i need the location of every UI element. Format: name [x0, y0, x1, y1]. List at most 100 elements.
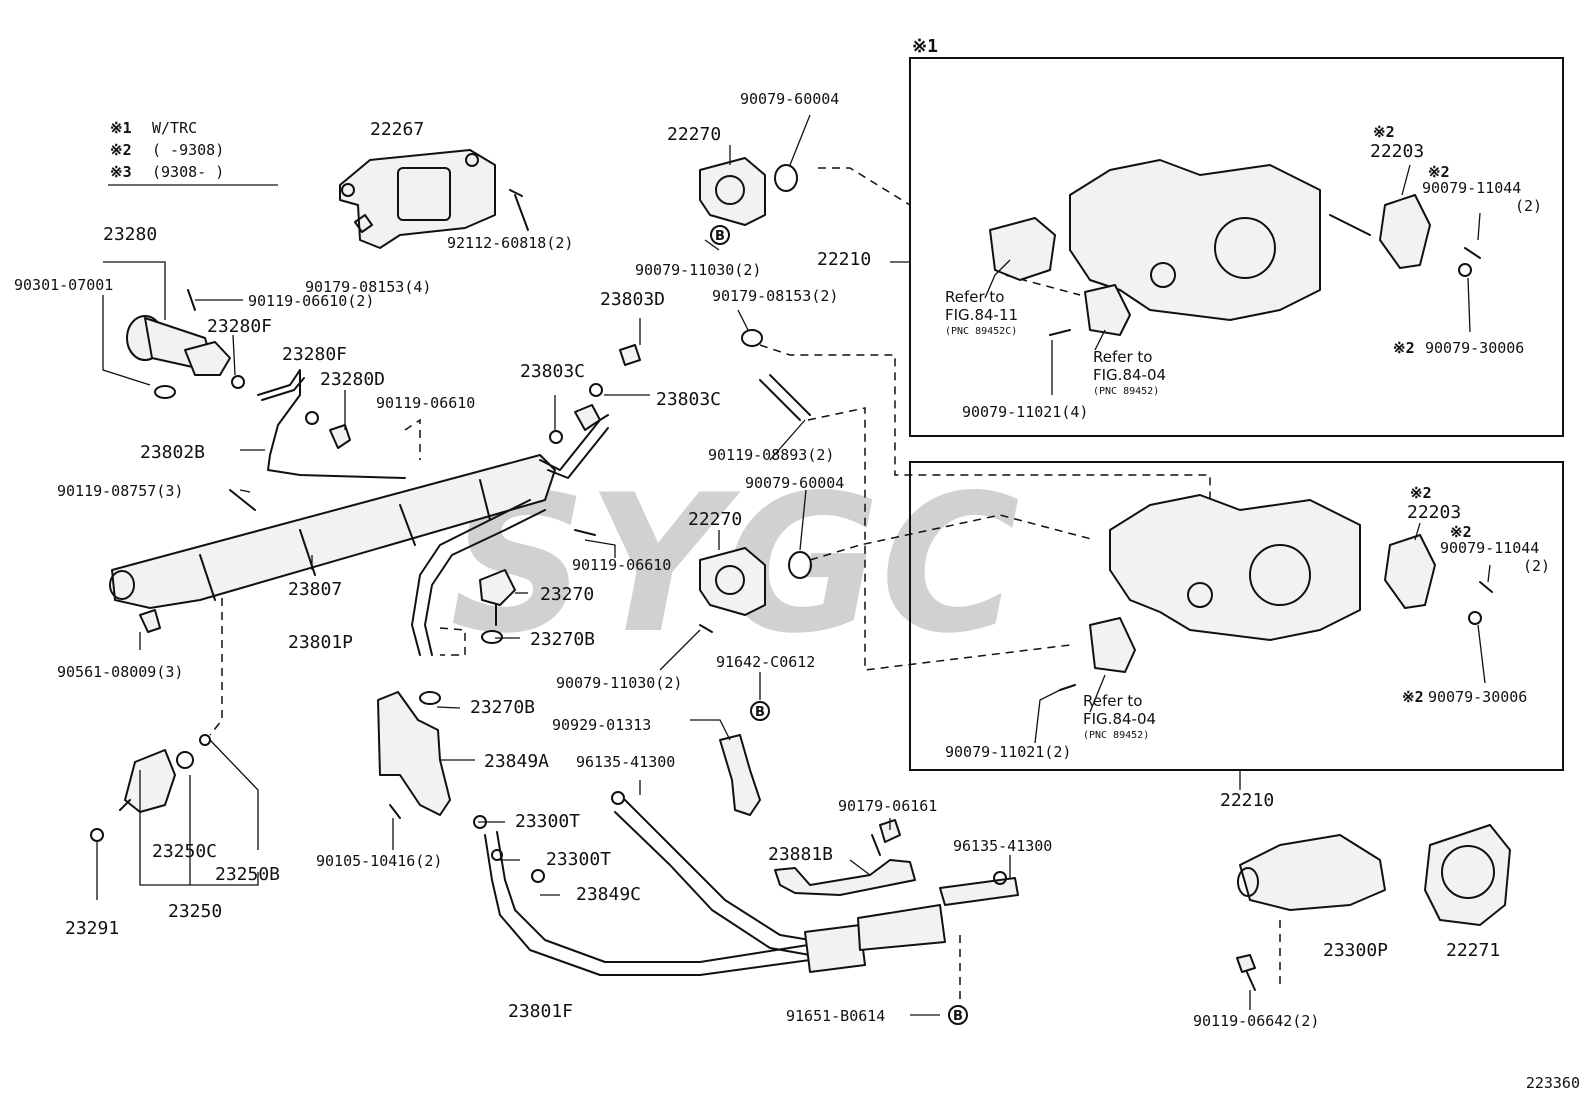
- ref3-line2: FIG.84-04: [1083, 710, 1156, 728]
- label-23849C: 23849C: [576, 884, 641, 905]
- circle-b-marker-2: B: [750, 701, 770, 721]
- label-90119-06642: 90119-06642(2): [1193, 1012, 1319, 1030]
- label-92112-60818: 92112-60818(2): [447, 234, 573, 252]
- legend-text-1: W/TRC: [152, 119, 197, 137]
- throttle-body-frame-lower: [909, 461, 1564, 771]
- label-90079-60004-b: 90079-60004: [745, 474, 844, 492]
- label-leaders: [96, 114, 1491, 1016]
- label-22203-b: 22203: [1407, 502, 1461, 523]
- label-23801F: 23801F: [508, 1001, 573, 1022]
- label-96135-41300-a: 96135-41300: [576, 753, 675, 771]
- injector-23250: [90, 734, 211, 842]
- label-90079-30006-b: 90079-30006: [1428, 688, 1527, 706]
- label-22210-a: 22210: [817, 249, 871, 270]
- ref2-line3: (PNC 89452): [1093, 386, 1159, 397]
- throttle-body-frame-upper: ※1: [909, 36, 1564, 437]
- label-90561-08009: 90561-08009(3): [57, 663, 183, 681]
- circle-b-marker-1: B: [710, 225, 730, 245]
- label-90119-06610-b: 90119-06610: [572, 556, 671, 574]
- label-23849A: 23849A: [484, 751, 549, 772]
- label-90119-08893: 90119-08893(2): [708, 446, 834, 464]
- svg-text:B: B: [715, 229, 725, 244]
- label-90179-08153-4: 90179-08153(4): [305, 278, 431, 296]
- fuel-pipe-23802B: [257, 369, 406, 479]
- label-23803C-a: 23803C: [520, 361, 585, 382]
- throttle-body-lower: [1059, 494, 1493, 691]
- label-23250B: 23250B: [215, 864, 280, 885]
- label-90079-11021-4: 90079-11021(4): [962, 403, 1088, 421]
- delivery-pipe-23807: [109, 454, 556, 633]
- label-22271: 22271: [1446, 940, 1500, 961]
- label-90079-11030-a: 90079-11030(2): [635, 261, 761, 279]
- label-23280F-a: 23280F: [207, 316, 272, 337]
- label-90079-11044-b-qty: (2): [1523, 557, 1550, 575]
- ref1-line1: Refer to: [945, 288, 1004, 306]
- label-90079-30006-a: 90079-30006: [1425, 339, 1524, 357]
- fuel-hose-23801P: [411, 344, 641, 656]
- label-23807: 23807: [288, 579, 342, 600]
- label-23300T-b: 23300T: [546, 849, 611, 870]
- ref2-line2: FIG.84-04: [1093, 366, 1166, 384]
- fuel-hose-23801F: [473, 791, 1019, 976]
- label-23291: 23291: [65, 918, 119, 939]
- legend-text-3: (9308- ): [152, 163, 224, 181]
- label-22203-b-mark: ※2: [1410, 484, 1432, 502]
- label-90929-01313: 90929-01313: [552, 716, 651, 734]
- label-90079-11044-b-mark: ※2: [1450, 523, 1472, 541]
- circle-b-marker-3: B: [948, 1005, 968, 1025]
- sensor-22270-upper: [699, 157, 798, 226]
- label-22270-b: 22270: [688, 509, 742, 530]
- sensor-22270-lower: [699, 547, 812, 616]
- label-91651-B0614: 91651-B0614: [786, 1007, 885, 1025]
- part-labels: 22267 92112-60818(2) 90179-08153(4) 2328…: [14, 90, 1550, 1030]
- ref3-line1: Refer to: [1083, 692, 1142, 710]
- label-90079-30006-b-mark: ※2: [1402, 688, 1424, 706]
- legend: ※1 W/TRC ※2 ( -9308) ※3 (9308- ): [108, 119, 278, 186]
- label-23803C-b: 23803C: [656, 389, 721, 410]
- bracket-23849A: [377, 691, 451, 819]
- bracket-22267: [339, 149, 529, 249]
- bracket-90929: [719, 734, 761, 816]
- label-90079-11021-2: 90079-11021(2): [945, 743, 1071, 761]
- label-23803D: 23803D: [600, 289, 665, 310]
- label-90119-08757: 90119-08757(3): [57, 482, 183, 500]
- ref1-line2: FIG.84-11: [945, 306, 1018, 324]
- figure-number: 223360: [1526, 1074, 1580, 1092]
- svg-text:B: B: [755, 705, 765, 720]
- ref1-line3: (PNC 89452C): [945, 326, 1017, 337]
- label-90301-07001: 90301-07001: [14, 276, 113, 294]
- label-90079-30006-a-mark: ※2: [1393, 339, 1415, 357]
- bracket-23881B: [774, 819, 916, 896]
- label-90119-06610-2: 90119-06610(2): [248, 292, 374, 310]
- label-90179-08153-2: 90179-08153(2): [712, 287, 838, 305]
- label-23280F-b: 23280F: [282, 344, 347, 365]
- pulsation-damper-23270: [419, 569, 516, 705]
- pressure-regulator-23280: [126, 289, 245, 399]
- bolts-center: [574, 329, 811, 633]
- label-90079-11044-b: 90079-11044: [1440, 539, 1539, 557]
- isc-valve-23300P: [1236, 834, 1386, 991]
- label-23300T-a: 23300T: [515, 811, 580, 832]
- label-22203-a: 22203: [1370, 141, 1424, 162]
- label-90079-60004-a: 90079-60004: [740, 90, 839, 108]
- label-90079-11044-a-mark: ※2: [1428, 163, 1450, 181]
- label-23280D: 23280D: [320, 369, 385, 390]
- dashed-leaders: [209, 167, 1281, 1010]
- ref3-line3: (PNC 89452): [1083, 730, 1149, 741]
- label-23250: 23250: [168, 901, 222, 922]
- legend-text-2: ( -9308): [152, 141, 224, 159]
- label-23881B: 23881B: [768, 844, 833, 865]
- label-91642-C0612: 91642-C0612: [716, 653, 815, 671]
- label-90079-11030-b: 90079-11030(2): [556, 674, 682, 692]
- box1-mark: ※1: [912, 36, 938, 57]
- label-23270: 23270: [540, 584, 594, 605]
- label-90119-06610-a: 90119-06610: [376, 394, 475, 412]
- svg-text:B: B: [953, 1009, 963, 1024]
- label-22267: 22267: [370, 119, 424, 140]
- label-96135-41300-b: 96135-41300: [953, 837, 1052, 855]
- label-23802B: 23802B: [140, 442, 205, 463]
- legend-mark-1: ※1: [110, 119, 132, 137]
- label-22270-a: 22270: [667, 124, 721, 145]
- label-23270B-a: 23270B: [530, 629, 595, 650]
